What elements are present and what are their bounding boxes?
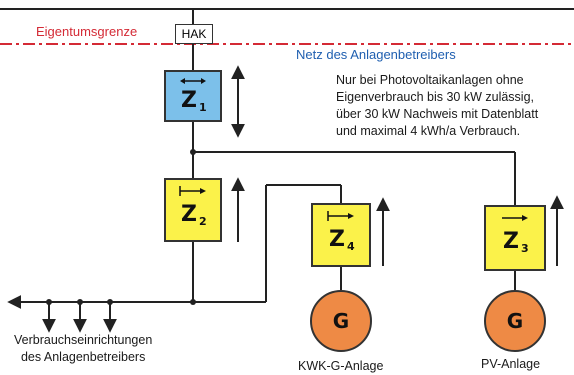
generator-symbol: G <box>332 309 350 333</box>
meter-index: 3 <box>521 242 529 255</box>
meter-index: 1 <box>199 101 207 114</box>
meter-index: 2 <box>199 215 207 228</box>
meter-z4: Z 4 <box>311 203 371 267</box>
meter-letter: Z <box>181 88 197 113</box>
consumers-line: Verbrauchseinrichtungen <box>14 333 153 347</box>
meter-z2: Z 2 <box>164 178 222 242</box>
ownership-boundary-label: Eigentumsgrenze <box>36 24 138 39</box>
forward-arrow-icon <box>179 186 206 196</box>
kwk-label: KWK-G-Anlage <box>298 359 384 373</box>
note-text: Nur bei Photovoltaikanlagen ohne Eigenve… <box>336 72 538 140</box>
meter-z1: Z 1 <box>164 70 222 122</box>
meter-letter: Z <box>503 229 519 254</box>
pv-generator: G <box>484 290 546 352</box>
consumers-label: Verbrauchseinrichtungen des Anlagenbetre… <box>14 332 152 366</box>
note-line: über 30 kW Nachweis mit Datenblatt <box>336 107 539 121</box>
meter-letter: Z <box>181 202 197 227</box>
kwk-generator: G <box>310 290 372 352</box>
hak-label: HAK <box>181 27 207 41</box>
consumers-line: des Anlagenbetreibers <box>20 350 146 364</box>
note-line: und maximal 4 kWh/a Verbrauch. <box>336 124 521 138</box>
hak-box: HAK <box>175 24 213 44</box>
note-line: Nur bei Photovoltaikanlagen ohne <box>336 73 524 87</box>
meter-z3: Z 3 <box>484 205 546 271</box>
forward-arrow-icon <box>502 215 528 221</box>
meter-index: 4 <box>347 240 355 253</box>
forward-arrow-icon <box>327 211 354 221</box>
note-line: Eigenverbrauch bis 30 kW zulässig, <box>336 90 535 104</box>
bidirectional-arrow-icon <box>180 78 206 84</box>
pv-label: PV-Anlage <box>481 357 541 371</box>
generator-symbol: G <box>506 309 524 333</box>
operator-grid-label: Netz des Anlagenbetreibers <box>296 47 456 62</box>
meter-letter: Z <box>329 227 345 252</box>
